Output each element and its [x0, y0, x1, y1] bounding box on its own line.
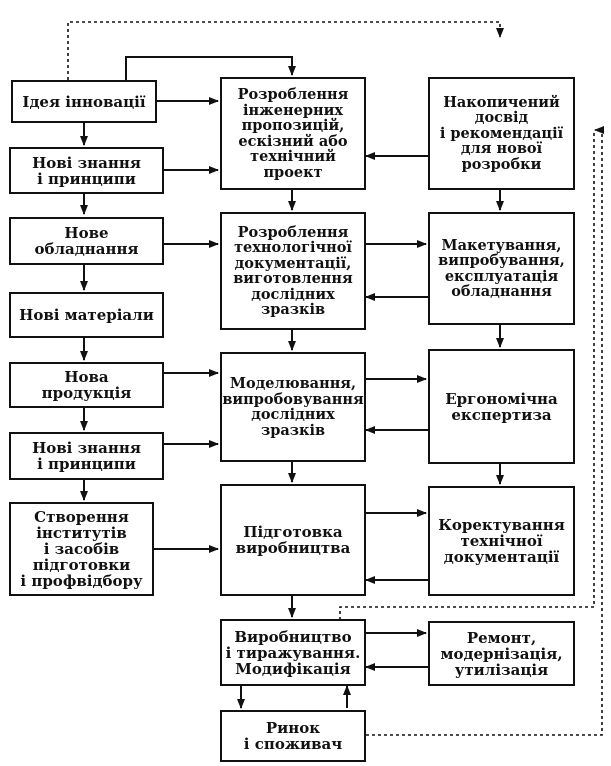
modeling-label: Моделювання, випробовування дослідних зр…	[222, 375, 364, 439]
equipment-box: Нове обладнання	[9, 217, 164, 265]
idea-label: Ідея інновації	[22, 92, 146, 111]
dashed-top-feedback	[67, 21, 504, 80]
production-label: Виробництво і тиражування. Модифікація	[225, 627, 361, 678]
repair-box: Ремонт, модернізація, утилізація	[428, 621, 575, 686]
mockup-label: Макетування, випробування, експлуатація …	[438, 236, 565, 300]
institutes-box: Створення інститутів і засобів підготовк…	[9, 502, 154, 596]
correction-label: Коректування технічної документації	[438, 516, 565, 566]
repair-label: Ремонт, модернізація, утилізація	[440, 628, 563, 679]
techdocs-box: Розроблення технологічної документації, …	[220, 212, 366, 330]
correction-box: Коректування технічної документації	[428, 486, 575, 596]
production-box: Виробництво і тиражування. Модифікація	[220, 619, 366, 686]
preparation-box: Підготовка виробництва	[220, 484, 366, 596]
knowledge-label-1: Нові знання і принципи	[32, 153, 141, 188]
engineering-label: Розроблення інженерних пропозицій, ескіз…	[237, 86, 349, 181]
experience-box: Накопичений досвід і рекомендації для но…	[428, 77, 575, 190]
institutes-label: Створення інститутів і засобів підготовк…	[20, 508, 143, 590]
materials-box: Нові матеріали	[9, 292, 164, 338]
idea-box: Ідея інновації	[11, 80, 157, 123]
market-label: Ринок і споживач	[243, 719, 343, 753]
knowledge-box-1: Нові знання і принципи	[9, 147, 164, 194]
experience-label: Накопичений досвід і рекомендації для но…	[439, 93, 564, 173]
techdocs-label: Розроблення технологічної документації, …	[233, 223, 353, 318]
ergonomic-label: Ергономічна експертиза	[445, 389, 558, 424]
mockup-box: Макетування, випробування, експлуатація …	[428, 212, 575, 325]
materials-label: Нові матеріали	[19, 306, 154, 324]
equipment-label: Нове обладнання	[34, 224, 139, 258]
product-box: Нова продукція	[9, 362, 164, 408]
engineering-box: Розроблення інженерних пропозицій, ескіз…	[220, 77, 366, 190]
knowledge-label-2: Нові знання і принципи	[32, 439, 141, 473]
ergonomic-box: Ергономічна експертиза	[428, 349, 575, 464]
arrow-top-loop	[125, 56, 296, 80]
modeling-box: Моделювання, випробовування дослідних зр…	[220, 352, 366, 462]
knowledge-box-2: Нові знання і принципи	[9, 432, 164, 480]
preparation-label: Підготовка виробництва	[235, 523, 351, 557]
dashed-production-feedback	[339, 130, 595, 620]
product-label: Нова продукція	[41, 368, 132, 402]
market-box: Ринок і споживач	[220, 710, 366, 762]
